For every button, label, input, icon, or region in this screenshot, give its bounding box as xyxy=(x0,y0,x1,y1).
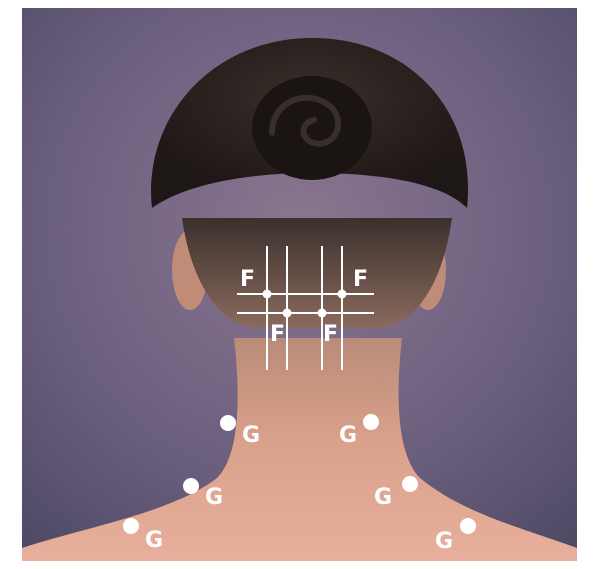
f-point xyxy=(318,309,327,318)
f-point xyxy=(263,290,272,299)
g-label: G xyxy=(205,485,223,510)
g-point xyxy=(402,476,418,492)
nape-hairline xyxy=(182,218,452,328)
g-point xyxy=(363,414,379,430)
f-point xyxy=(338,290,347,299)
f-label: F xyxy=(270,322,285,347)
f-point xyxy=(283,309,292,318)
hair-bun xyxy=(252,76,372,180)
f-label: F xyxy=(240,267,255,292)
f-label: F xyxy=(323,322,338,347)
g-point xyxy=(183,478,199,494)
g-label: G xyxy=(339,423,357,448)
g-label: G xyxy=(374,485,392,510)
g-point xyxy=(220,415,236,431)
g-label: G xyxy=(242,423,260,448)
g-point xyxy=(460,518,476,534)
f-label: F xyxy=(353,267,368,292)
neck-acupoint-illustration: F F F F G G G G G G xyxy=(22,8,577,561)
g-point xyxy=(123,518,139,534)
g-label: G xyxy=(435,529,453,554)
illustration-canvas: F F F F G G G G G G xyxy=(22,8,577,561)
g-label: G xyxy=(145,528,163,553)
